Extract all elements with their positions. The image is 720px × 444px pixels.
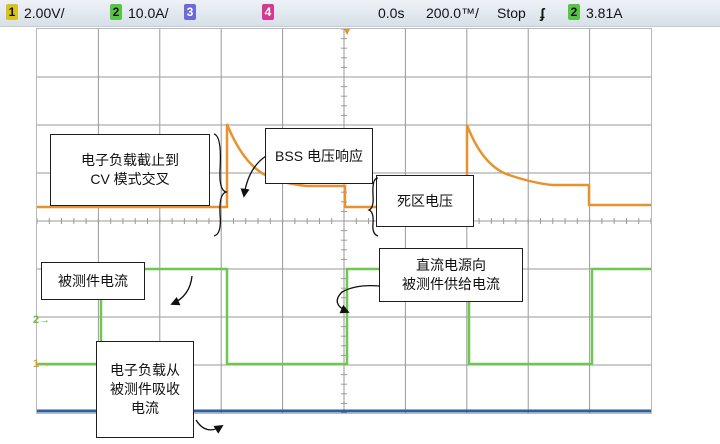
trigger-setting[interactable]: 2 3.81A	[568, 4, 623, 22]
time-scale[interactable]: 200.0™/	[426, 5, 479, 21]
ch2-scale: 10.0A/	[128, 5, 169, 21]
eload-arrow	[195, 419, 224, 434]
annotation-cv-crossover: 电子负载截止到 CV 模式交叉	[50, 134, 210, 206]
ch1-setting[interactable]: 1 2.00V/	[6, 4, 64, 22]
dead-zone-brace	[367, 177, 379, 237]
ch2-badge: 2	[110, 4, 122, 20]
ch2-ground-marker[interactable]: 2→	[33, 314, 51, 326]
trigger-channel-badge: 2	[568, 4, 580, 20]
ch1-badge: 1	[6, 4, 18, 20]
bss-arrow	[240, 155, 267, 198]
ch4-setting[interactable]: 4	[262, 4, 280, 22]
annotation-dc-source: 直流电源向 被测件供给电流	[379, 248, 523, 302]
ch2-setting[interactable]: 2 10.0A/	[110, 4, 168, 22]
run-state[interactable]: Stop	[497, 5, 526, 21]
cv-crossover-brace	[213, 133, 229, 237]
ch1-scale: 2.00V/	[24, 5, 65, 21]
dc-source-arrow	[336, 284, 381, 314]
trigger-slope-icon[interactable]: ʄ	[540, 5, 545, 21]
ch3-badge: 3	[184, 4, 196, 20]
trigger-marker-icon	[344, 29, 350, 35]
trigger-level: 3.81A	[586, 5, 623, 21]
ch1-ground-marker[interactable]: 1→	[33, 358, 51, 370]
time-offset[interactable]: 0.0s	[378, 5, 405, 21]
dut-current-arrow	[170, 275, 193, 306]
ch4-badge: 4	[262, 4, 274, 20]
annotation-eload-absorb: 电子负载从 被测件吸收 电流	[96, 341, 194, 438]
ch3-setting[interactable]: 3	[184, 4, 202, 22]
annotation-dead-zone: 死区电压	[376, 175, 474, 227]
annotation-dut-current: 被测件电流	[41, 262, 145, 300]
annotation-bss-response: BSS 电压响应	[265, 128, 373, 184]
